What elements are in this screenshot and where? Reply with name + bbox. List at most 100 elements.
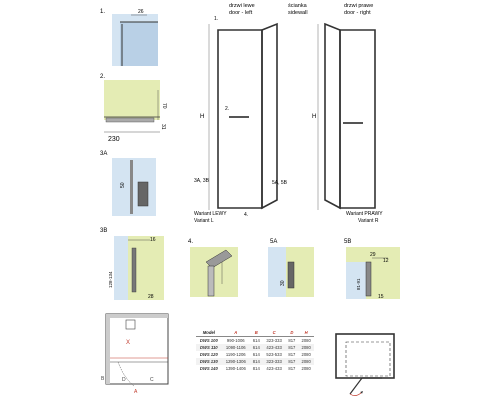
dim-81-91: 81-91: [356, 278, 361, 290]
detail-4: 4.: [188, 239, 238, 297]
table-cell: 1390-1406: [225, 366, 246, 371]
table-cell: DWS 120: [199, 352, 218, 357]
table-cell: 423-433: [266, 366, 282, 371]
main-elevation: drzwi lewe door - left ścianka sidewall …: [194, 3, 383, 224]
col-header: B: [249, 329, 263, 337]
variant-right-en: Variant R: [358, 218, 379, 224]
wall-top: [106, 314, 168, 318]
dim-26: 26: [138, 9, 144, 15]
panel-3b-label: 3B: [100, 228, 107, 234]
table-cell: DWS 100: [199, 338, 218, 343]
models-table: Model A B C D H DWS 100 990-1006 614 323…: [196, 329, 314, 372]
variant-left-pl: Wariant LEWY: [194, 211, 227, 217]
table-cell: 614: [252, 352, 260, 357]
label-x: X: [126, 340, 130, 346]
table-cell: 614: [252, 338, 260, 343]
panel-1-label: 1.: [100, 9, 105, 15]
hinge: [131, 247, 137, 293]
col-header: D: [285, 329, 299, 337]
glass-area: [346, 262, 366, 299]
label-d: D: [122, 377, 126, 383]
table-cell: 2080: [298, 344, 314, 351]
detail-2: 2. 230 70 31: [100, 74, 167, 143]
door-frame-right: [339, 29, 376, 209]
table-cell: 2080: [301, 338, 311, 343]
sidewall-right: [324, 22, 341, 210]
swing-arrow: [349, 391, 363, 396]
dim-50: 50: [120, 182, 126, 188]
dim-128-134: 128-134: [108, 271, 113, 288]
variant-left-en: Variant L: [194, 218, 214, 224]
table-header-row: Model A B C D H: [196, 329, 314, 337]
panel-5a-label: 5A: [270, 239, 277, 245]
panel-3a-label: 3A: [100, 151, 107, 157]
glass-area: [114, 236, 128, 300]
table-cell: DWS 140: [199, 366, 218, 371]
table-cell: 817: [285, 358, 299, 365]
label-left-en: door - left: [229, 10, 253, 16]
table-cell: 817: [288, 352, 296, 357]
variant-right-pl: Wariant PRAWY: [346, 211, 383, 217]
dim-31: 31: [160, 124, 166, 130]
table-cell: 2080: [298, 358, 314, 365]
table-cell: 817: [285, 344, 299, 351]
col-header: A: [221, 329, 250, 337]
dim-30: 30: [280, 280, 286, 286]
dim-29: 29: [370, 252, 376, 258]
wall-area: [104, 80, 160, 120]
handle-right: [343, 122, 363, 124]
enclosure-outline: [105, 313, 169, 385]
table-row: DWS 120 1190-1206 614 523-533 817 2080: [196, 351, 314, 358]
label-sidewall-en: sidewall: [288, 10, 308, 16]
table-cell: 2080: [301, 352, 311, 357]
enclosure-outline: [335, 333, 395, 379]
table-cell: 1090-1106: [221, 344, 250, 351]
label-right-pl: drzwi prawe: [344, 3, 373, 9]
table-row: DWS 110 1090-1106 614 423-433 817 2080: [196, 344, 314, 351]
table-cell: 423-433: [262, 344, 286, 351]
dim-28: 28: [148, 294, 154, 300]
dim-h-right: H: [312, 114, 316, 120]
label-a: A: [134, 389, 138, 395]
label-left-pl: drzwi lewe: [229, 3, 255, 9]
panel-5b-label: 5B: [344, 239, 351, 245]
table-cell: 523-533: [266, 352, 282, 357]
plan-view-right: [335, 333, 395, 396]
table-cell: 814: [249, 358, 263, 365]
door-open: [349, 377, 363, 395]
col-header: Model: [196, 329, 222, 337]
table-row: DWS 130 1290-1306 814 323-333 817 2080: [196, 358, 314, 365]
callout-1: 1.: [214, 16, 218, 22]
sidewall-left: [261, 22, 278, 210]
tray-outline: [345, 341, 391, 377]
detail-5a: 5A 30: [268, 239, 314, 297]
label-c: C: [150, 377, 154, 383]
glass-pane: [120, 22, 158, 66]
drain-square: [125, 319, 136, 330]
callout-2: 2.: [225, 106, 229, 112]
col-header: C: [262, 329, 286, 337]
door-swing: [117, 361, 135, 387]
table-cell: DWS 110: [196, 344, 222, 351]
panel-2-label: 2.: [100, 74, 105, 80]
label-right-en: door - right: [344, 10, 371, 16]
hinge: [137, 181, 149, 207]
detail-5b: 5B 29 12 81-91 15: [344, 239, 400, 300]
dim-12: 12: [383, 258, 389, 264]
label-sidewall-pl: ścianka: [288, 3, 308, 9]
callout-5a5b: 5A, 5B: [272, 180, 288, 186]
callout-4: 4.: [244, 212, 248, 218]
table-row: DWS 140 1390-1406 814 423-433 817 2080: [196, 365, 314, 372]
callout-3a3b: 3A, 3B: [194, 178, 210, 184]
hinge: [287, 261, 295, 289]
dim-16: 16: [150, 237, 156, 243]
table-cell: 817: [288, 338, 296, 343]
table-cell: 814: [252, 366, 260, 371]
panel-4-label: 4.: [188, 239, 193, 245]
glass-area: [112, 158, 156, 216]
door-frame-left: [217, 29, 263, 209]
dim-15: 15: [378, 294, 384, 300]
table-cell: DWS 130: [196, 358, 222, 365]
